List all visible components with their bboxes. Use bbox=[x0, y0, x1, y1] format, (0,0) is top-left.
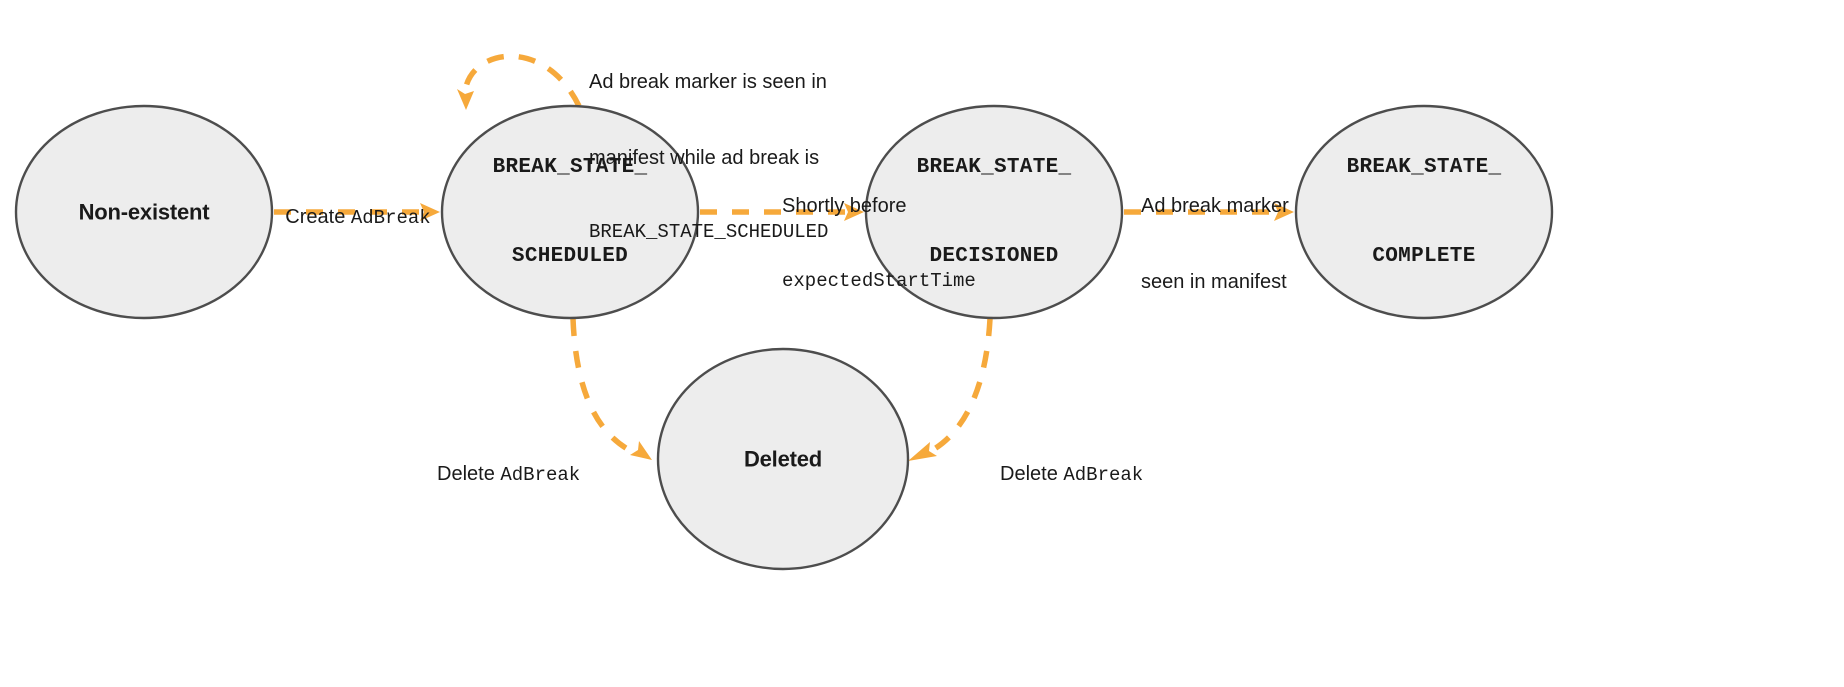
node-break-state-decisioned[interactable] bbox=[864, 104, 1124, 320]
node-deleted[interactable] bbox=[656, 347, 910, 571]
edge-create-adbreak bbox=[274, 203, 440, 221]
edge-delete-from-scheduled-arrowhead bbox=[630, 441, 652, 460]
edge-delete-from-decisioned-arrowhead bbox=[908, 442, 937, 461]
node-non-existent[interactable] bbox=[14, 104, 274, 320]
edge-self-loop-scheduled-path bbox=[462, 53, 582, 108]
edge-marker-seen-manifest-arrowhead bbox=[1274, 203, 1294, 221]
edge-self-loop-scheduled bbox=[457, 53, 582, 110]
edge-shortly-before bbox=[700, 203, 864, 221]
edge-delete-from-decisioned-path bbox=[925, 318, 993, 456]
edge-delete-from-decisioned bbox=[908, 318, 993, 461]
node-break-state-complete[interactable] bbox=[1294, 104, 1554, 320]
node-break-state-scheduled[interactable] bbox=[440, 104, 700, 320]
edge-delete-from-scheduled-path bbox=[570, 318, 635, 455]
edge-create-adbreak-arrowhead bbox=[420, 203, 440, 221]
edge-delete-from-scheduled bbox=[570, 318, 652, 460]
edge-shortly-before-arrowhead bbox=[844, 203, 864, 221]
edge-self-loop-scheduled-arrowhead bbox=[457, 89, 474, 110]
edge-marker-seen-manifest bbox=[1124, 203, 1294, 221]
